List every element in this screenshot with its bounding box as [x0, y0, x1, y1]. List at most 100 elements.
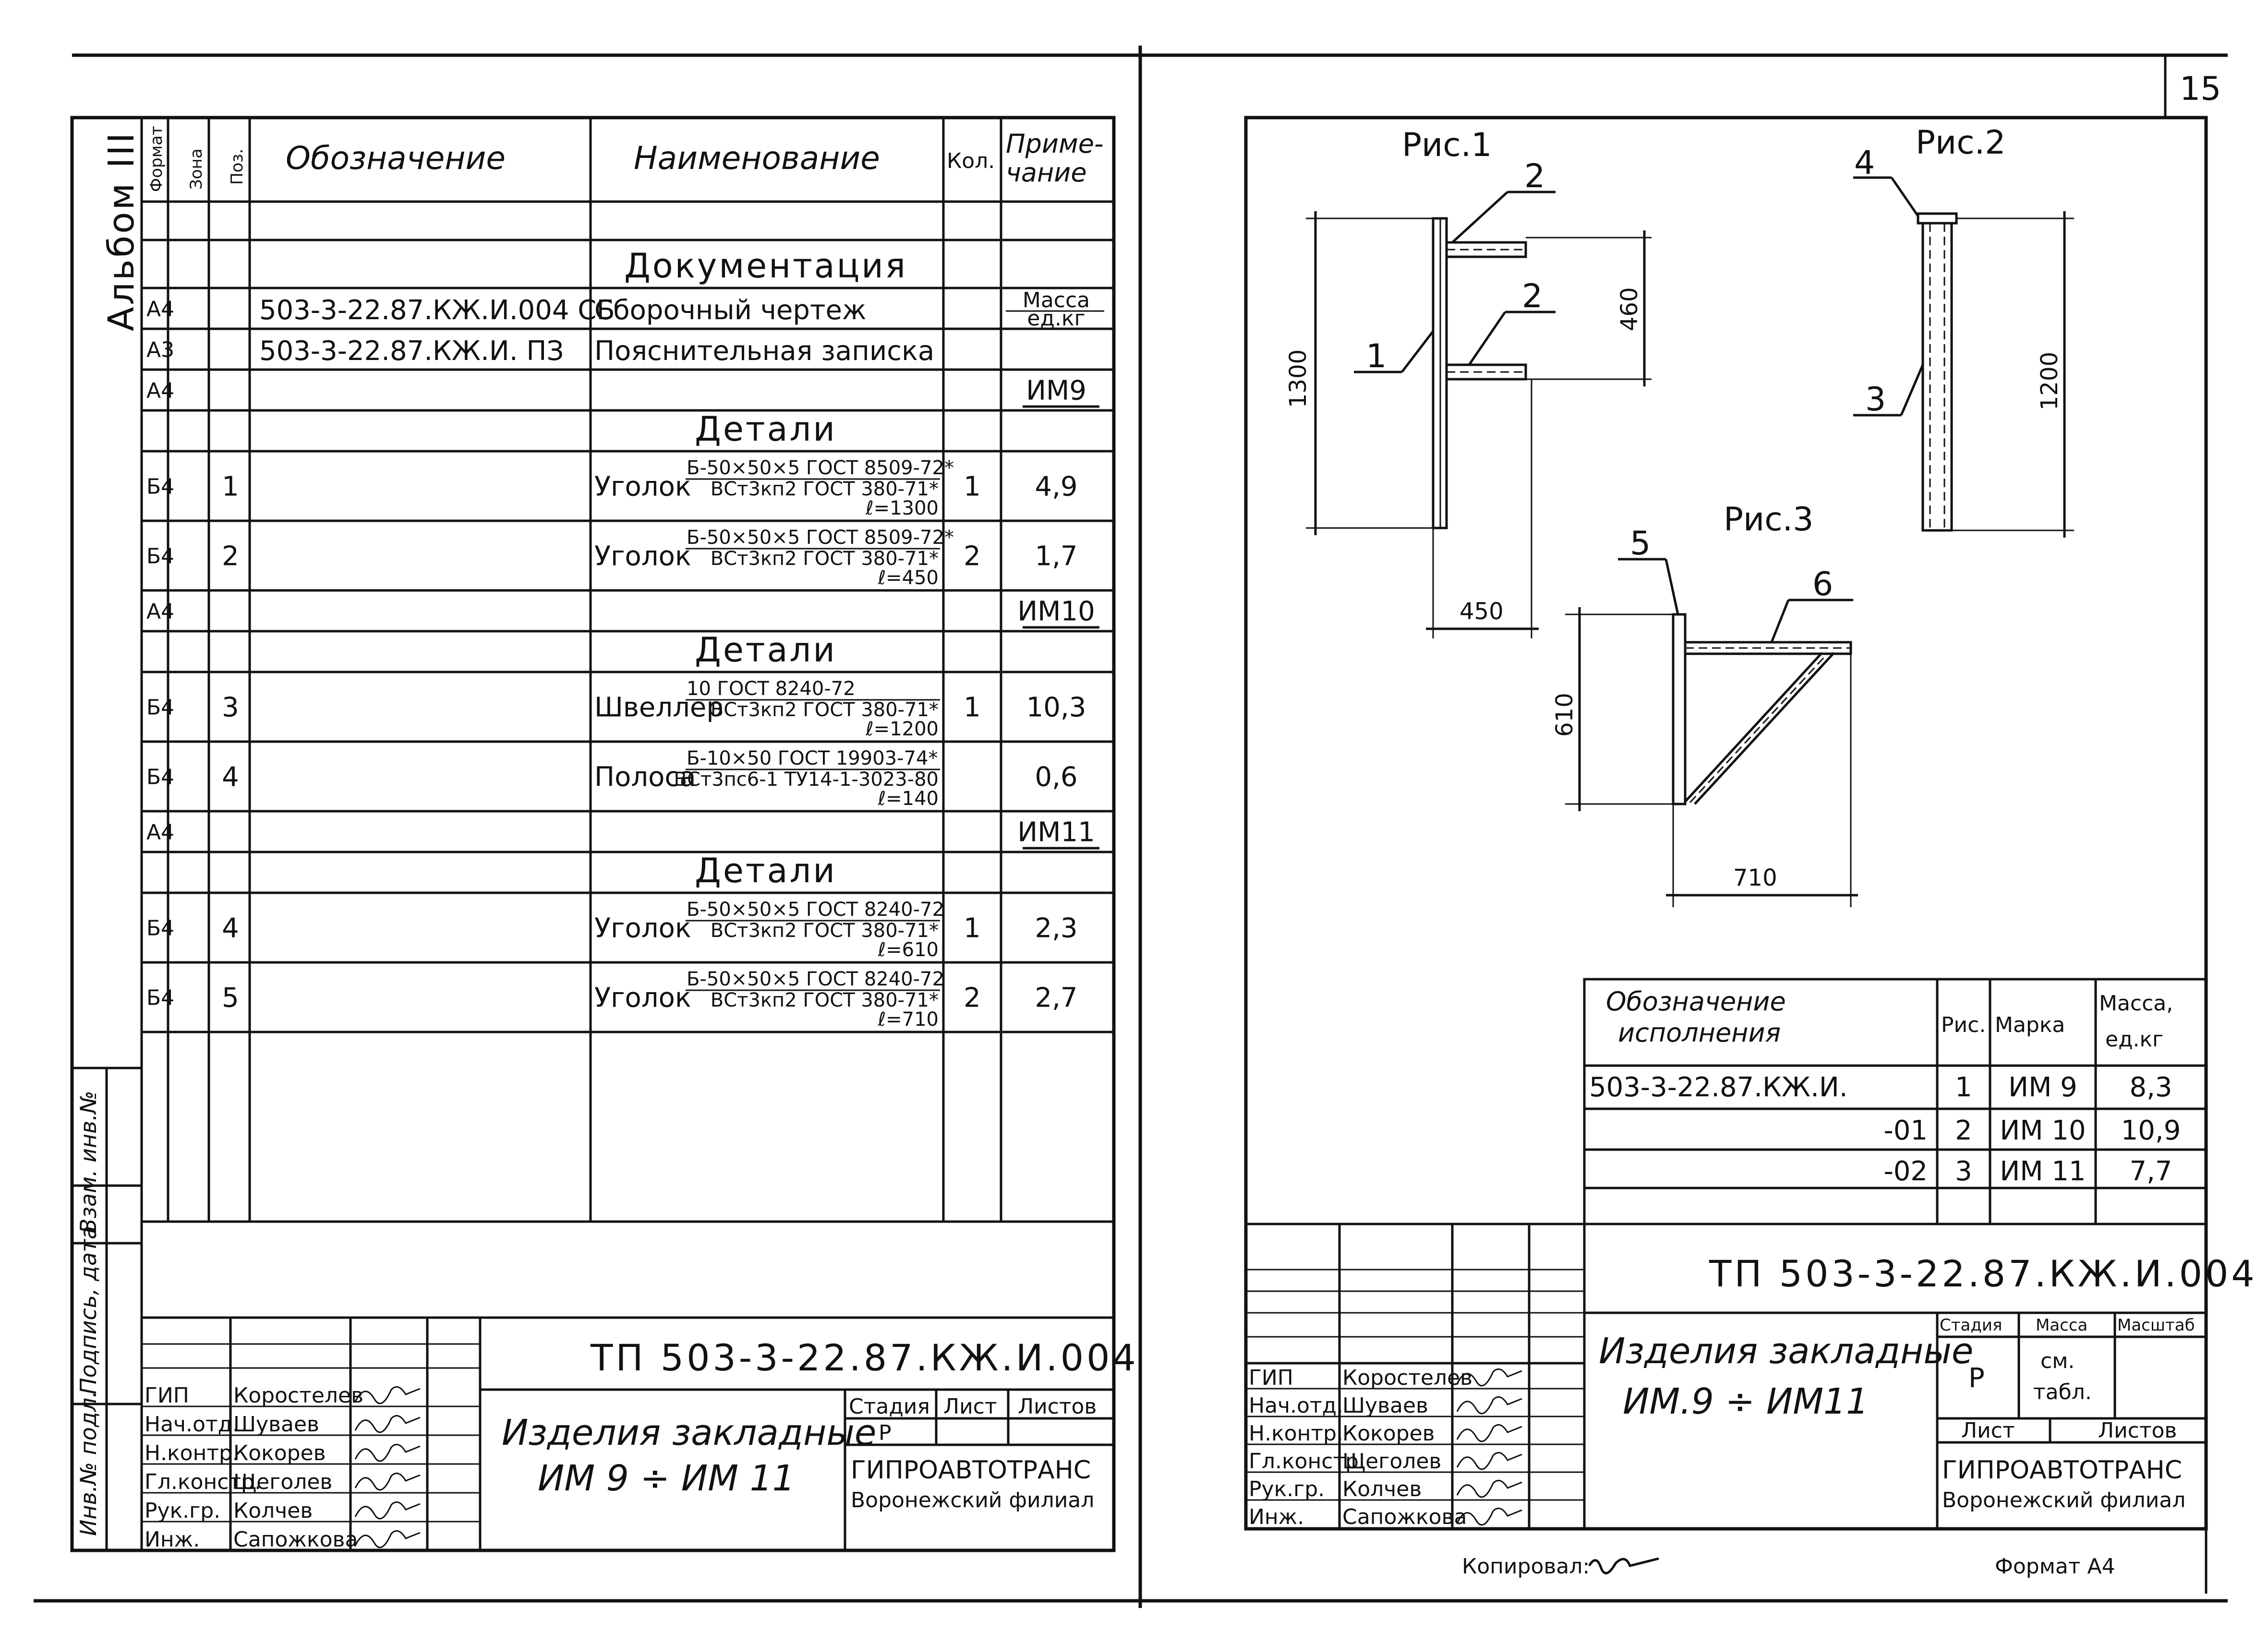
- spec-pos: 1: [222, 471, 239, 503]
- signature-name: Сапожкова: [233, 1527, 358, 1552]
- right-title-line-1: Изделия закладные: [1599, 1331, 1973, 1372]
- signature-role: Инж.: [145, 1527, 200, 1552]
- handwritten-signature: [1456, 1479, 1522, 1498]
- header-qty: Кол.: [947, 149, 995, 173]
- figure-1: Рис.1 1300 460 450 2 2 1: [1285, 126, 1652, 638]
- spec-line-1: Б-50×50×5 ГОСТ 8240-72: [687, 899, 944, 921]
- right-scale-label: Масштаб: [2117, 1316, 2195, 1335]
- fig1-callout-2a: 2: [1524, 157, 1545, 195]
- signature-row: Рук.гр.Колчев: [1249, 1477, 1522, 1501]
- left-sheet-label: Лист: [943, 1394, 997, 1419]
- handwritten-signature: [1456, 1507, 1522, 1526]
- spec-pos: 3: [222, 692, 239, 723]
- signature-role: ГИП: [145, 1383, 189, 1408]
- signature-role: Гл.констр.: [145, 1470, 261, 1494]
- right-org-1: ГИПРОАВТОТРАНС: [1942, 1456, 2182, 1485]
- left-stage: Р: [879, 1421, 892, 1445]
- spec-note: ИМ10: [1017, 596, 1095, 627]
- right-title-block: ТП 503-3-22.87.КЖ.И.004 СБ Изделия закла…: [1244, 1223, 2268, 1530]
- left-sheets-label: Листов: [1018, 1394, 1097, 1419]
- spec-line-2: ВСт3кп2 ГОСТ 380-71*: [711, 989, 939, 1011]
- left-title-line-2: ИМ 9 ÷ ИМ 11: [538, 1458, 795, 1499]
- side-stamp: Инв.№ подл. Подпись, дата Взам. инв.№: [71, 1067, 143, 1552]
- signature-row: Инж. Сапожкова: [1249, 1505, 1522, 1529]
- signature-row: Н.контр.Кокорев: [145, 1441, 421, 1465]
- signature-name: Коростелев: [233, 1383, 363, 1408]
- variants-header-mark: Марка: [1995, 1013, 2065, 1037]
- signature-role: ГИП: [1249, 1366, 1293, 1390]
- spec-format: Б4: [146, 696, 174, 720]
- spec-name: Уголок: [594, 541, 691, 572]
- spec-format: А4: [146, 820, 174, 845]
- left-title-line-1: Изделия закладные: [502, 1412, 876, 1453]
- signature-name: Шуваев: [1342, 1393, 1428, 1418]
- variants-header-mass-1: Масса,: [2099, 991, 2173, 1016]
- spec-line-3: ℓ=610: [878, 939, 939, 961]
- header-designation: Обозначение: [286, 140, 506, 177]
- signature-name: Коростелев: [1342, 1366, 1472, 1390]
- spec-name: Уголок: [594, 471, 691, 503]
- album-label: Альбом III: [101, 131, 142, 331]
- fig2-callout-4: 4: [1854, 144, 1875, 182]
- left-doc-code: ТП 503-3-22.87.КЖ.И.004: [590, 1336, 1139, 1379]
- signature-role: Инж.: [1249, 1505, 1304, 1529]
- figure-3: Рис.3 610 710 5 6: [1551, 501, 1858, 907]
- left-org-2: Воронежский филиал: [851, 1488, 1094, 1512]
- signature-row: Инж. Сапожкова: [145, 1527, 421, 1552]
- spec-pos: 4: [222, 913, 239, 944]
- spec-format: А4: [146, 379, 174, 403]
- spec-name: Пояснительная записка: [594, 336, 934, 367]
- side-label-replace: Взам. инв.№: [75, 1091, 101, 1234]
- fig2-callout-3: 3: [1865, 381, 1886, 419]
- variant-mass: 10,9: [2121, 1115, 2181, 1146]
- right-mass-2: табл.: [2033, 1380, 2092, 1404]
- handwritten-signature: [1456, 1424, 1522, 1442]
- spec-note: ИМ9: [1026, 375, 1086, 407]
- header-note-2: чание: [1006, 157, 1087, 188]
- spec-line-2: ВСт3кп2 ГОСТ 380-71*: [711, 699, 939, 721]
- fig2-dim-height: 1200: [2036, 352, 2063, 410]
- variant-designation: -01: [1884, 1115, 1928, 1146]
- spec-note: 10,3: [1026, 692, 1086, 723]
- spec-name: Полоса: [594, 762, 696, 793]
- spec-note: 2,7: [1035, 983, 1077, 1014]
- variants-header-mass-2: ед.кг: [2105, 1027, 2163, 1052]
- right-doc-code: ТП 503-3-22.87.КЖ.И.004 СБ: [1709, 1252, 2268, 1295]
- spec-line-3: ℓ=140: [878, 788, 939, 810]
- signature-row: Рук.гр.Колчев: [145, 1499, 421, 1523]
- spec-designation: 503-3-22.87.КЖ.И.004 СБ: [259, 295, 615, 326]
- variant-designation: -02: [1884, 1156, 1928, 1187]
- spec-line-1: Б-10×50 ГОСТ 19903-74*: [687, 747, 938, 769]
- variants-header-designation-1: Обозначение: [1606, 986, 1786, 1017]
- fig2-title: Рис.2: [1916, 124, 2005, 162]
- spec-line-2: ВСт3кп2 ГОСТ 380-71*: [711, 548, 939, 570]
- right-sheet-label: Лист: [1961, 1418, 2015, 1443]
- spec-line-2: ВСт3кп2 ГОСТ 380-71*: [711, 920, 939, 942]
- spec-qty: 1: [964, 913, 981, 944]
- spec-qty: 1: [964, 692, 981, 723]
- handwritten-signature: [354, 1501, 421, 1520]
- variants-header-designation-2: исполнения: [1618, 1018, 1781, 1048]
- handwritten-signature: [354, 1415, 421, 1433]
- variants-table: Обозначение исполнения Рис. Марка Масса,…: [1583, 978, 2208, 1225]
- signature-name: Сапожкова: [1342, 1505, 1467, 1529]
- fig1-callout-2b: 2: [1522, 277, 1543, 315]
- section-heading: Детали: [695, 630, 837, 670]
- copier-signature: [1588, 1557, 1659, 1574]
- fig3-title: Рис.3: [1724, 501, 1813, 539]
- right-org-2: Воронежский филиал: [1942, 1488, 2185, 1512]
- signature-row: Нач.отд.Шуваев: [145, 1412, 421, 1437]
- right-mass-1: см.: [2040, 1349, 2075, 1373]
- signature-name: Кокорев: [233, 1441, 326, 1465]
- spec-note: 2,3: [1035, 913, 1077, 944]
- variant-fig: 1: [1955, 1072, 1972, 1103]
- handwritten-signature: [1456, 1396, 1522, 1415]
